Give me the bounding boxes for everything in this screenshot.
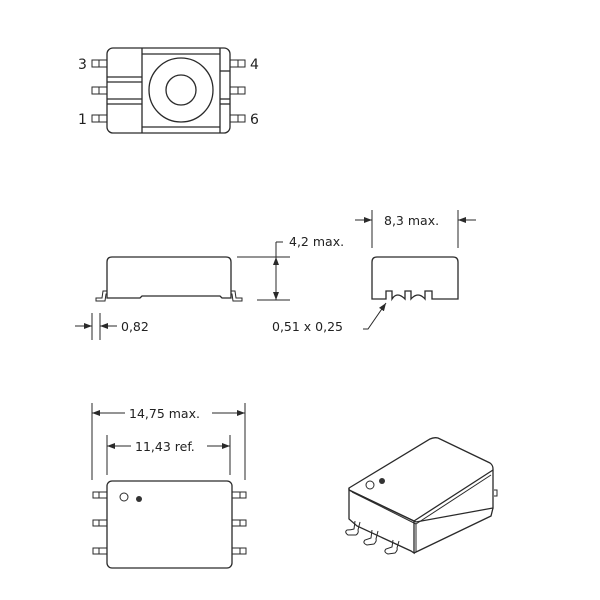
end-body-outline (371, 256, 459, 302)
footprint-pins-left (92, 491, 108, 555)
iso-marker-dot (379, 478, 385, 484)
core-outer-ring (148, 57, 214, 123)
side-view: 4,2 max. 0,82 (75, 234, 344, 340)
body-length-label: 11,43 ref. (135, 439, 195, 454)
side-body-outline (106, 256, 232, 299)
footprint-pins-right (231, 491, 247, 555)
pin-label-3: 3 (78, 57, 87, 73)
footprint-view: 14,75 max. 11,43 ref. (91, 403, 247, 569)
pin-label-4: 4 (250, 57, 259, 73)
iso-front-face (348, 488, 415, 555)
iso-top-face (348, 437, 494, 523)
side-lead-right (231, 290, 243, 302)
core-inner-ring (165, 74, 197, 106)
right-pins (229, 59, 246, 123)
side-lead-left (95, 290, 107, 302)
lead-thickness-label: 0,82 (121, 319, 149, 334)
footprint-body-outline (106, 480, 233, 569)
iso-marker-open (365, 480, 375, 490)
pin1-marker-dot (136, 496, 142, 502)
top-view: 3 4 1 6 (78, 47, 259, 134)
pin-label-1: 1 (78, 112, 87, 128)
isometric-view (345, 437, 498, 555)
overall-length-label: 14,75 max. (129, 406, 200, 421)
pad-size-label: 0,51 x 0,25 (272, 319, 343, 334)
width-dimension-label: 8,3 max. (384, 213, 439, 228)
pin-label-6: 6 (250, 112, 259, 128)
iso-side-face (413, 469, 494, 554)
height-dimension-label: 4,2 max. (289, 234, 344, 249)
iso-leads (345, 520, 400, 555)
iso-lead-back (494, 489, 498, 497)
pin1-marker-open (119, 492, 129, 502)
left-pins (91, 59, 108, 123)
end-view: 8,3 max. 0,51 x 0,25 (272, 210, 476, 334)
